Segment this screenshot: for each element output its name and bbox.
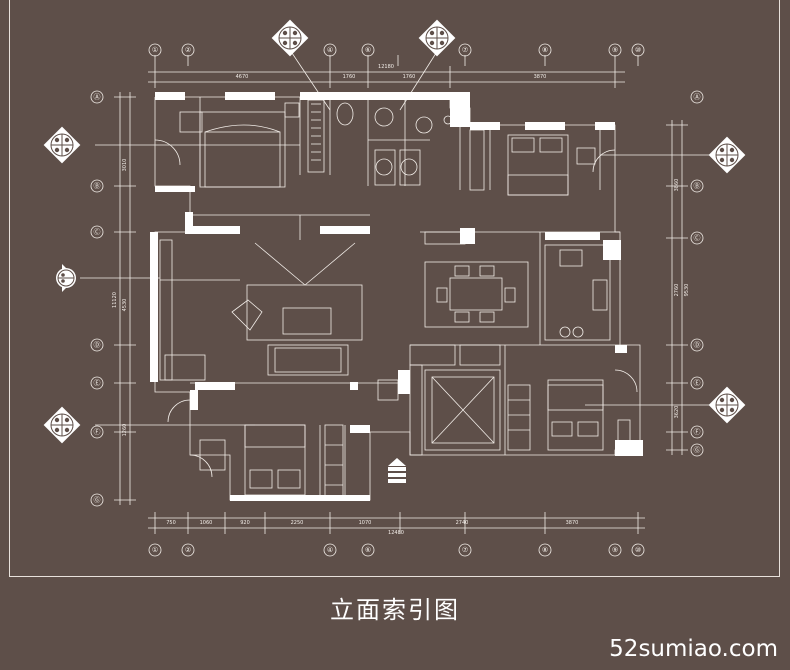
elevation-index-symbol xyxy=(708,386,746,424)
dim-bottom-3: 920 xyxy=(240,520,250,526)
axis-right-7: Ⓖ xyxy=(694,446,701,454)
axis-top-4: ⑥ xyxy=(365,46,371,54)
elevation-index-symbol xyxy=(43,406,81,444)
axis-left-1: Ⓐ xyxy=(94,93,101,101)
axis-right-4: Ⓓ xyxy=(694,341,701,349)
dim-bottom-6: 2740 xyxy=(456,520,469,526)
site-watermark: 52sumiao.com xyxy=(609,636,778,662)
axis-bottom-7: ⑨ xyxy=(612,546,618,554)
dim-right-total: 9530 xyxy=(684,284,690,297)
axis-bottom-5: ⑦ xyxy=(462,546,468,554)
dim-left-total: 11120 xyxy=(112,292,118,308)
axis-top-5: ⑦ xyxy=(462,46,468,54)
elevation-index-symbol xyxy=(56,264,76,292)
dim-right-1: 3860 xyxy=(674,179,680,192)
dim-bottom-7: 3870 xyxy=(566,520,579,526)
dim-top-4: 3870 xyxy=(534,74,547,80)
dim-bottom-total: 12480 xyxy=(388,530,404,536)
axis-left-2: Ⓑ xyxy=(94,182,101,190)
dim-bottom-1: 750 xyxy=(166,520,176,526)
floor-plan: 4670 1760 1760 3870 12180 750 1060 920 2… xyxy=(43,19,746,557)
axis-left-4: Ⓓ xyxy=(94,341,101,349)
drawing-caption: 立面索引图 xyxy=(330,596,460,624)
axis-bottom-4: ⑥ xyxy=(365,546,371,554)
axis-top-2: ② xyxy=(185,46,191,54)
axis-top-1: ① xyxy=(152,46,158,54)
dim-bottom-5: 1070 xyxy=(359,520,372,526)
elevation-index-symbol xyxy=(43,126,81,164)
dim-right-2: 2760 xyxy=(674,284,680,297)
dim-left-2: 4530 xyxy=(122,299,128,312)
dim-left-3: 1260 xyxy=(122,424,128,437)
axis-bottom-3: ④ xyxy=(327,546,333,554)
axis-right-3: Ⓒ xyxy=(694,234,701,242)
dim-top-1: 4670 xyxy=(236,74,249,80)
axis-right-2: Ⓑ xyxy=(694,182,701,190)
axis-top-6: ⑧ xyxy=(542,46,548,54)
dim-top-3: 1760 xyxy=(403,74,416,80)
axis-left-3: Ⓒ xyxy=(94,228,101,236)
axis-right-1: Ⓐ xyxy=(694,93,701,101)
axis-left-7: Ⓖ xyxy=(94,496,101,504)
axis-right-5: Ⓔ xyxy=(694,379,701,387)
dim-left-1: 3010 xyxy=(122,159,128,172)
axis-right-6: Ⓕ xyxy=(694,428,701,436)
axis-top-8: ⑩ xyxy=(635,46,641,54)
axis-bottom-8: ⑩ xyxy=(635,546,641,554)
stair-up-arrow-icon xyxy=(388,458,406,483)
dim-top-total: 12180 xyxy=(378,64,394,70)
elevation-index-symbol xyxy=(708,136,746,174)
elevation-index-symbol xyxy=(271,19,309,57)
axis-bottom-2: ② xyxy=(185,546,191,554)
axis-bottom-6: ⑧ xyxy=(542,546,548,554)
elevation-index-symbol xyxy=(418,19,456,57)
axis-top-3: ④ xyxy=(327,46,333,54)
axis-top-7: ⑨ xyxy=(612,46,618,54)
drawing-frame xyxy=(9,0,780,577)
dim-bottom-2: 1060 xyxy=(200,520,213,526)
axis-left-6: Ⓕ xyxy=(94,428,101,436)
dim-right-3: 3620 xyxy=(674,406,680,419)
axis-bottom-1: ① xyxy=(152,546,158,554)
dim-top-2: 1760 xyxy=(343,74,356,80)
dim-bottom-4: 2250 xyxy=(291,520,304,526)
axis-left-5: Ⓔ xyxy=(94,379,101,387)
